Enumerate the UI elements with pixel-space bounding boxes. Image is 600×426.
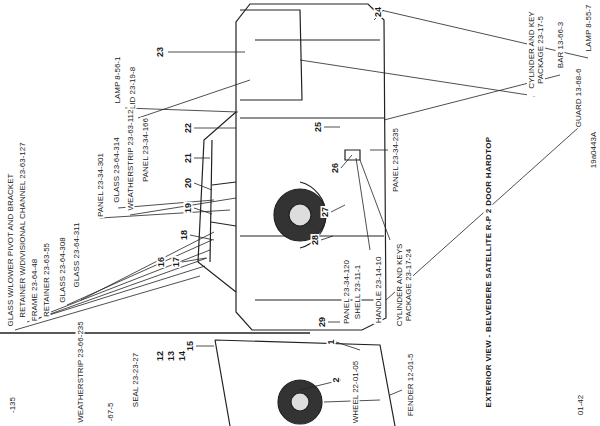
- part-label: PANEL 23-34-235: [391, 127, 400, 193]
- part-label: GLASS 23-64-314: [112, 136, 121, 203]
- callout-number: 26: [331, 162, 340, 174]
- leader-line: [356, 158, 370, 250]
- part-label: GUARD 13-68-6: [574, 68, 583, 129]
- trunk-lid: [240, 10, 302, 100]
- wheel-cover: [289, 204, 311, 226]
- front-view-outline: [215, 340, 395, 426]
- roof-edge: [210, 140, 212, 262]
- callout-number: 22: [184, 122, 193, 134]
- part-label: WEATHERSTRIP 23-66-235: [76, 320, 85, 424]
- callout-number: 20: [184, 177, 193, 189]
- part-label: -67-5: [106, 402, 115, 423]
- callout-number: 23: [156, 46, 165, 58]
- part-label: FRAME 23-64-48: [30, 258, 39, 322]
- callout-number: 16: [157, 256, 166, 268]
- separator-line: [0, 332, 310, 334]
- car-body: [0, 0, 460, 426]
- callout-number: 1: [327, 338, 336, 345]
- leader-line: [370, 150, 388, 151]
- leader-line: [182, 128, 236, 262]
- part-label: CYLINDER AND KEYS PACKAGE 23-17-24: [395, 232, 413, 339]
- leader-line: [168, 52, 245, 53]
- leader-line: [360, 160, 390, 240]
- part-label: SHELL 23-11-1: [353, 264, 362, 320]
- part-label: RETAINER 23-63-55: [42, 242, 51, 318]
- body-outline: [236, 4, 386, 330]
- part-label: GLASS 23-64-311: [72, 222, 81, 289]
- part-label: LAMP 8-55-7: [584, 4, 593, 53]
- callout-number: 2: [332, 376, 341, 383]
- part-label: LAMP 8-56-1: [113, 56, 122, 105]
- callout-number: 12: [156, 350, 165, 362]
- part-label: 01-42: [576, 394, 585, 416]
- part-label: LID 23-19-8: [128, 66, 137, 110]
- leader-lines: [15, 8, 588, 402]
- part-label: GLASS W/LOWER PIVOT AND BRACKET: [6, 173, 15, 328]
- part-label: FENDER 12-01-5: [406, 353, 415, 418]
- part-label: PANEL 23-34-301: [96, 152, 105, 218]
- figure-caption: EXTERIOR VIEW - BELVEDERE SATELLITE R-P …: [484, 136, 493, 409]
- trim-line: [255, 40, 380, 300]
- callout-number: 24: [374, 6, 383, 18]
- part-label: BAR 13-66-3: [556, 21, 565, 69]
- part-label: GLASS 23-64-308: [58, 236, 67, 303]
- part-label: HANDLE 23-14-10: [374, 256, 383, 325]
- callout-number: 28: [311, 234, 320, 246]
- window-pillar: [211, 182, 236, 226]
- callout-number: 19: [184, 202, 193, 214]
- front-wheel-cover: [291, 393, 309, 411]
- leader-line: [125, 108, 238, 112]
- callout-number: 17: [172, 256, 181, 268]
- part-label: -135: [8, 396, 17, 414]
- callout-number: 18: [180, 229, 189, 241]
- callout-number: 14: [178, 350, 187, 362]
- part-label: PANEL 23-34-120: [342, 259, 351, 325]
- roof-line: [198, 112, 236, 292]
- callout-number: 21: [184, 152, 193, 164]
- callout-number: 29: [318, 316, 327, 328]
- callout-number: 25: [314, 121, 323, 133]
- door-handle: [345, 150, 360, 160]
- part-label: CYLINDER AND KEY PACKAGE 23-17-5: [527, 4, 545, 96]
- part-label: WEATHERSTRIP 23-63-112: [126, 109, 135, 212]
- part-label: SEAL 23-23-27: [131, 352, 140, 408]
- leader-line: [324, 390, 402, 402]
- figure-number: 19a0443A: [589, 131, 598, 169]
- callout-number: 27: [321, 206, 330, 218]
- part-label: WHEEL 22-01-05: [351, 360, 360, 424]
- part-label: PANEL 23-34-166: [141, 117, 150, 183]
- callout-number: 15: [186, 340, 195, 352]
- leader-line: [386, 128, 578, 300]
- leader-line: [196, 342, 360, 390]
- leader-line: [138, 80, 250, 118]
- callout-number: 13: [167, 350, 176, 362]
- part-label: RETAINER W/DIVISIONAL CHANNEL 23-63-127: [18, 141, 27, 318]
